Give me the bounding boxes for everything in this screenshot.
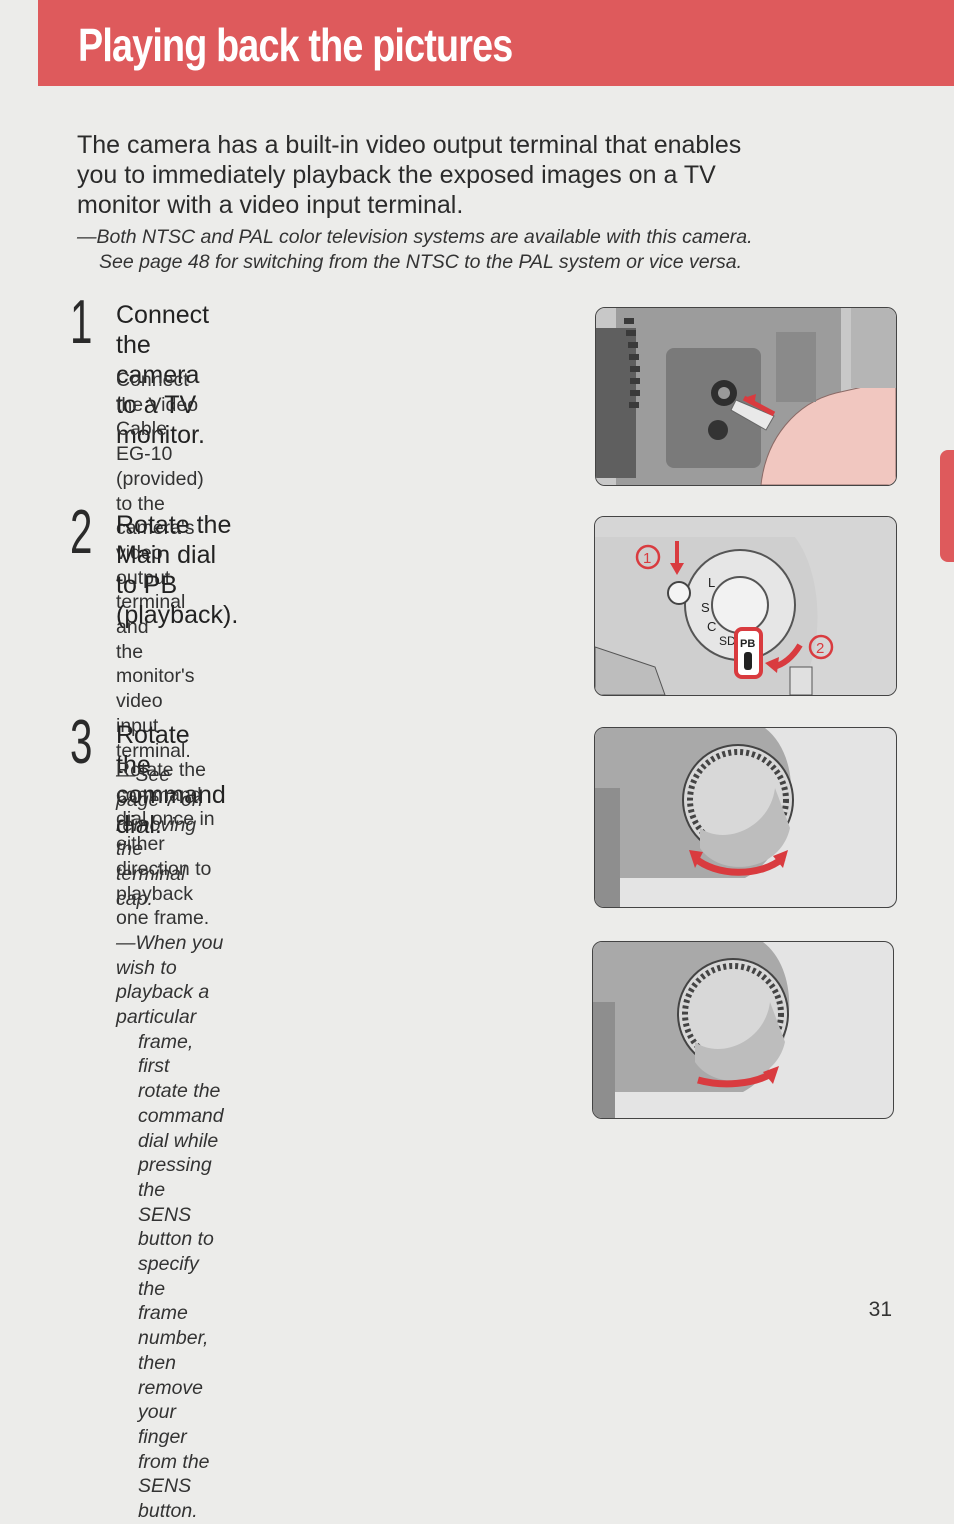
body-line: Rotate the command dial once in either <box>116 759 215 856</box>
step-body: Connect the Video Cable EG-10 (provided)… <box>116 368 204 911</box>
intro-line: The camera has a built-in video output t… <box>77 131 742 159</box>
body-line: the monitor's video input terminal. <box>116 640 195 762</box>
note-line: —Both NTSC and PAL color television syst… <box>77 226 753 248</box>
figure-command-dial-b <box>592 941 894 1119</box>
step-title-line: Connect the camera to a TV <box>116 301 210 419</box>
figure-video-cable <box>595 307 897 486</box>
step-title: Rotate the command dial. <box>116 720 226 840</box>
intro-note: —Both NTSC and PAL color television syst… <box>77 225 907 275</box>
step-title-line: Rotate the Main dial to PB <box>116 511 232 599</box>
body-line: direction to playback one frame. <box>116 857 212 930</box>
title-banner: Playing back the pictures <box>38 0 954 86</box>
note-line: See page 48 for switching from the NTSC … <box>99 251 743 273</box>
dial-letter: C <box>707 619 716 634</box>
page-number: 31 <box>868 1298 892 1321</box>
step-title-line: (playback). <box>116 601 239 629</box>
step-number: 1 <box>70 288 93 357</box>
main-dial-illustration: L S C SD PB 1 2 <box>595 517 896 695</box>
camera-terminal-illustration <box>596 308 896 485</box>
command-dial-illustration <box>593 942 790 1118</box>
command-dial-illustration <box>595 728 794 907</box>
section-tab <box>940 450 954 562</box>
step-title-line: monitor. <box>116 421 205 449</box>
callout-1-label: 1 <box>643 550 651 567</box>
figure-main-dial: L S C SD PB 1 2 <box>594 516 897 696</box>
step-number: 3 <box>70 708 93 777</box>
note-line: frame number, then remove your finger <box>138 1302 209 1448</box>
step-number: 2 <box>70 498 93 567</box>
dial-letter: S <box>701 600 710 615</box>
intro-line: you to immediately playback the exposed … <box>77 161 716 189</box>
callout-2-label: 2 <box>816 640 824 657</box>
step-title: Connect the camera to a TV monitor. <box>116 300 209 450</box>
intro-paragraph: The camera has a built-in video output t… <box>77 130 897 220</box>
figure-command-dial-a <box>594 727 897 908</box>
dial-letter: SD <box>719 634 736 648</box>
dial-letter: L <box>708 575 715 590</box>
step-body: Rotate the command dial once in either d… <box>116 758 224 1524</box>
note-line: from the SENS button. <box>138 1450 210 1523</box>
step-title: Rotate the Main dial to PB (playback). <box>116 510 238 630</box>
step-title-line: Rotate the command dial. <box>116 721 226 839</box>
note-line: —When you wish to playback a particular <box>116 931 224 1029</box>
note-line: —See page 7 on removing the terminal cap… <box>116 764 203 910</box>
note-line: frame, first rotate the command dial whi… <box>138 1030 224 1152</box>
pb-label: PB <box>740 638 755 650</box>
body-line: to the camera's video output terminal an… <box>116 492 195 639</box>
body-line: Connect the Video Cable EG-10 (provided) <box>116 369 204 490</box>
page-title: Playing back the pictures <box>78 19 513 71</box>
note-line: pressing the SENS button to specify the <box>138 1154 214 1300</box>
intro-line: monitor with a video input terminal. <box>77 191 464 219</box>
